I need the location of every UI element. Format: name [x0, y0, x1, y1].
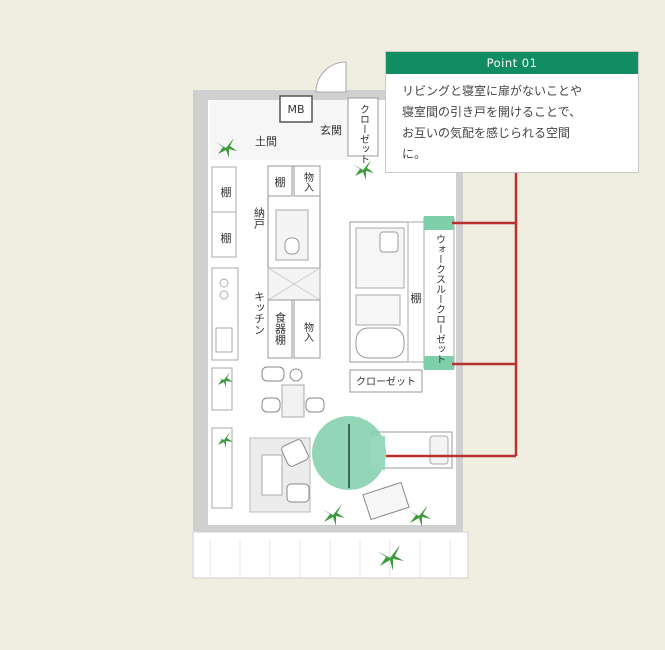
dining-table	[281, 384, 305, 418]
label-shelf-4: 棚	[411, 291, 422, 305]
label-storage-2: 物入	[302, 321, 314, 342]
label-shelf-3: 棚	[275, 175, 286, 189]
label-doma: 土間	[255, 135, 277, 148]
label-shelf-2: 棚	[221, 231, 232, 245]
point-description: リビングと寝室に扉がないことや 寝室間の引き戸を開けることで、 お互いの気配を感…	[402, 84, 583, 161]
point-title: Point 01	[386, 52, 638, 74]
label-nando: 納戸	[253, 207, 266, 230]
closet-top	[347, 97, 379, 157]
label-storage-1: 物入	[302, 171, 314, 192]
closet-bottom	[349, 369, 423, 393]
label-closet-top: クローゼット	[358, 104, 370, 164]
label-closet-bottom: クローゼット	[356, 376, 416, 388]
plant-icon	[216, 138, 431, 571]
label-kitchen: キッチン	[253, 291, 266, 335]
leader-lines	[386, 173, 518, 458]
label-dish-shelf: 食器棚	[274, 311, 287, 346]
label-genkan: 玄関	[320, 123, 342, 137]
mb-room	[279, 95, 313, 123]
label-walk-in-closet: ウォークスルークローゼット	[434, 234, 446, 364]
label-shelf-1: 棚	[221, 185, 232, 199]
label-mb: MB	[287, 103, 304, 116]
entrance-door	[315, 61, 347, 93]
walk-in-closet-area	[423, 217, 455, 369]
point-callout: Point 01 リビングと寝室に扉がないことや 寝室間の引き戸を開けることで、…	[385, 51, 639, 173]
